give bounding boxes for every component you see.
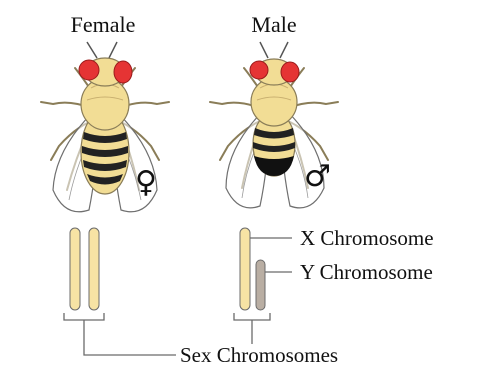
male-left-eye <box>250 61 268 79</box>
female-sex-leader <box>84 320 176 355</box>
male-label: Male <box>251 12 296 37</box>
male-chromosomes <box>234 228 270 320</box>
female-left-eye <box>79 60 99 80</box>
male-x-chromosome <box>240 228 250 310</box>
female-x-chromosome-1 <box>70 228 80 310</box>
male-symbol: ♂ <box>304 159 331 194</box>
female-label: Female <box>71 12 136 37</box>
male-y-chromosome <box>256 260 265 310</box>
female-symbol: ♀ <box>135 165 157 200</box>
male-right-eye <box>281 62 299 82</box>
female-antennae <box>87 42 117 58</box>
female-fly: Female <box>41 12 169 212</box>
sex-chromosomes-label: Sex Chromosomes <box>180 343 338 367</box>
y-chromosome-label: Y Chromosome <box>300 260 433 284</box>
female-right-eye <box>114 61 132 83</box>
female-chromosomes <box>64 228 104 320</box>
female-bracket <box>64 313 104 320</box>
x-chromosome-label: X Chromosome <box>300 226 434 250</box>
male-fly: Male ♂ <box>210 12 338 208</box>
male-bracket <box>234 313 270 320</box>
female-x-chromosome-2 <box>89 228 99 310</box>
male-antennae <box>260 42 288 58</box>
